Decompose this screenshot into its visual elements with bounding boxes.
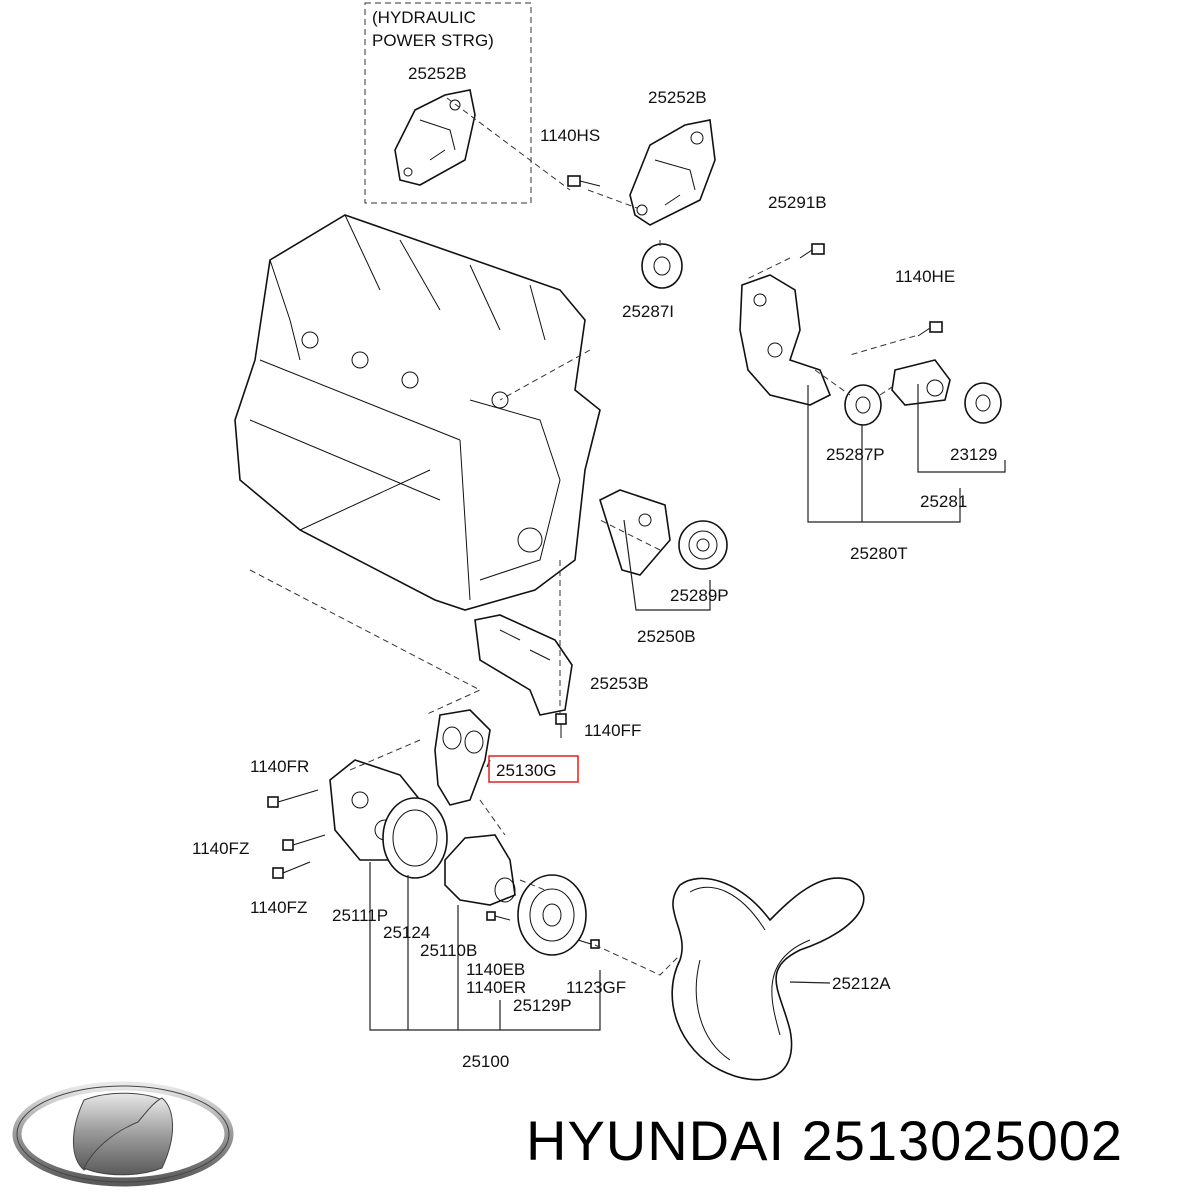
label-25100: 25100	[462, 1052, 509, 1071]
bolt-1140FZ-upper	[282, 834, 326, 851]
callout-note-line1: (HYDRAULIC	[372, 8, 476, 27]
label-1140FR: 1140FR	[250, 757, 309, 776]
bolt-1123GF	[577, 939, 600, 949]
label-25280T: 25280T	[850, 544, 908, 563]
pulley-25287I	[641, 243, 683, 289]
label-1140ER: 1140ER	[466, 978, 526, 997]
label-1123GF: 1123GF	[566, 978, 626, 997]
water-pump-25110B	[444, 834, 516, 906]
label-25124: 25124	[383, 923, 430, 942]
bracket-25252B	[629, 119, 716, 226]
label-25287I: 25287I	[622, 302, 674, 321]
label-25212A: 25212A	[832, 974, 891, 993]
label-25111P: 25111P	[332, 906, 388, 925]
hyundai-logo-icon	[12, 1081, 234, 1187]
label-25291B: 25291B	[768, 193, 827, 212]
gasket-25124	[382, 797, 448, 879]
bolt-1140HE	[917, 321, 943, 337]
label-25129P: 25129P	[513, 996, 572, 1015]
pulley-23129	[964, 382, 1002, 424]
pulley-25129P	[517, 874, 587, 956]
bracket-25250B	[599, 489, 671, 576]
label-23129: 23129	[950, 445, 997, 464]
tensioner-bracket	[739, 274, 832, 406]
label-25130G: 25130G	[496, 761, 557, 780]
label-25110B: 25110B	[420, 941, 477, 960]
gasket-25130G	[434, 709, 491, 806]
belt-25212A	[671, 877, 865, 1081]
bracket-25252B-callout	[394, 89, 476, 186]
label-25252B: 25252B	[648, 88, 707, 107]
bolt-1140FR	[267, 789, 319, 808]
engine-block	[234, 214, 601, 611]
label-1140HE: 1140HE	[895, 267, 955, 286]
bolt-1140FZ-lower	[272, 861, 311, 879]
bolt-25291B	[799, 243, 825, 259]
highlight-box-25130G	[488, 755, 579, 783]
callout-note-line2: POWER STRG)	[372, 31, 494, 50]
label-25250B: 25250B	[637, 627, 696, 646]
bolt-1140HS	[567, 175, 601, 187]
leader-25212A	[789, 981, 831, 984]
label-1140EB: 1140EB	[466, 960, 525, 979]
tensioner-25281	[891, 359, 951, 406]
label-25287P: 25287P	[826, 445, 885, 464]
label-1140FZ-lower: 1140FZ	[250, 898, 307, 917]
label-25289P: 25289P	[670, 586, 729, 605]
label-1140HS: 1140HS	[540, 126, 600, 145]
guide-lines	[249, 97, 916, 976]
label-25281: 25281	[920, 492, 967, 511]
label-25253B: 25253B	[590, 674, 649, 693]
pulley-25287P	[844, 384, 882, 426]
label-1140FF: 1140FF	[584, 721, 641, 740]
label-25252B-callout: 25252B	[408, 64, 467, 83]
footer-brand-part-number: HYUNDAI 2513025002	[526, 1109, 1124, 1172]
pulley-25289P	[678, 520, 728, 570]
bolt-1140EB	[486, 911, 511, 921]
bracket-25253B	[474, 614, 573, 716]
bolt-1140FF	[555, 713, 567, 738]
hydraulic-callout-box	[364, 2, 532, 204]
label-1140FZ-upper: 1140FZ	[192, 839, 249, 858]
